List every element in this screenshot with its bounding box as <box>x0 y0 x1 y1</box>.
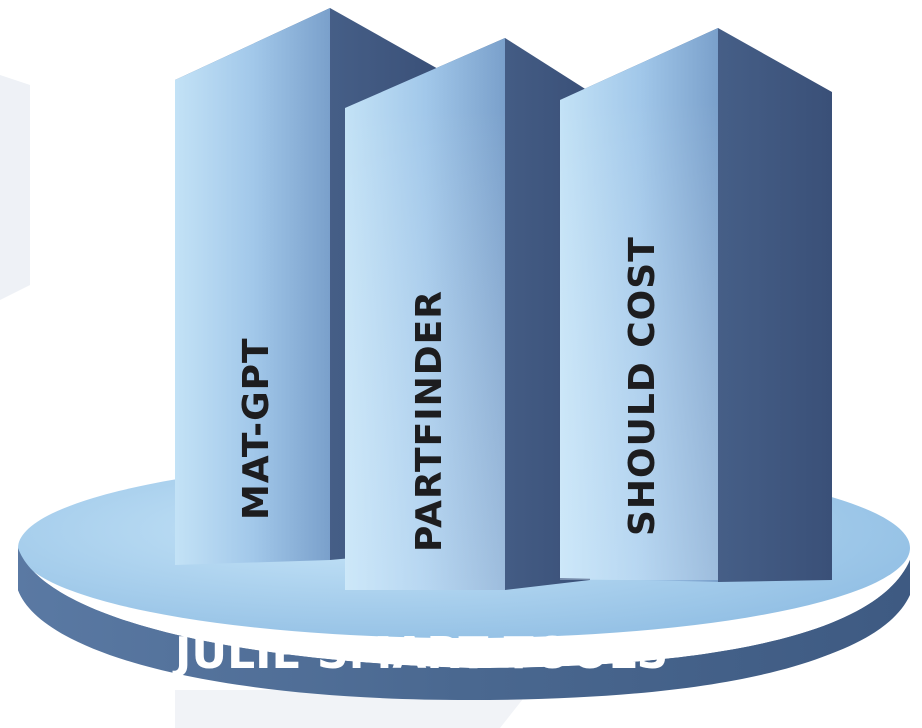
base-rim-front <box>18 548 910 700</box>
base-label: JULIE SMART TOOLS <box>172 628 668 679</box>
pillar-partfinder-sheen <box>345 108 505 590</box>
pillar-should-cost-sheen <box>560 100 718 580</box>
background-accent-left <box>0 75 30 300</box>
pillar-mat-gpt-label: MAT-GPT <box>236 337 277 520</box>
pillar-mat-gpt-front <box>175 8 330 565</box>
pillar-partfinder: PARTFINDER <box>345 38 590 590</box>
pillar-should-cost: SHOULD COST <box>560 28 832 582</box>
pillar-partfinder-label: PARTFINDER <box>409 290 450 552</box>
pillar-should-cost-label: SHOULD COST <box>622 236 663 536</box>
